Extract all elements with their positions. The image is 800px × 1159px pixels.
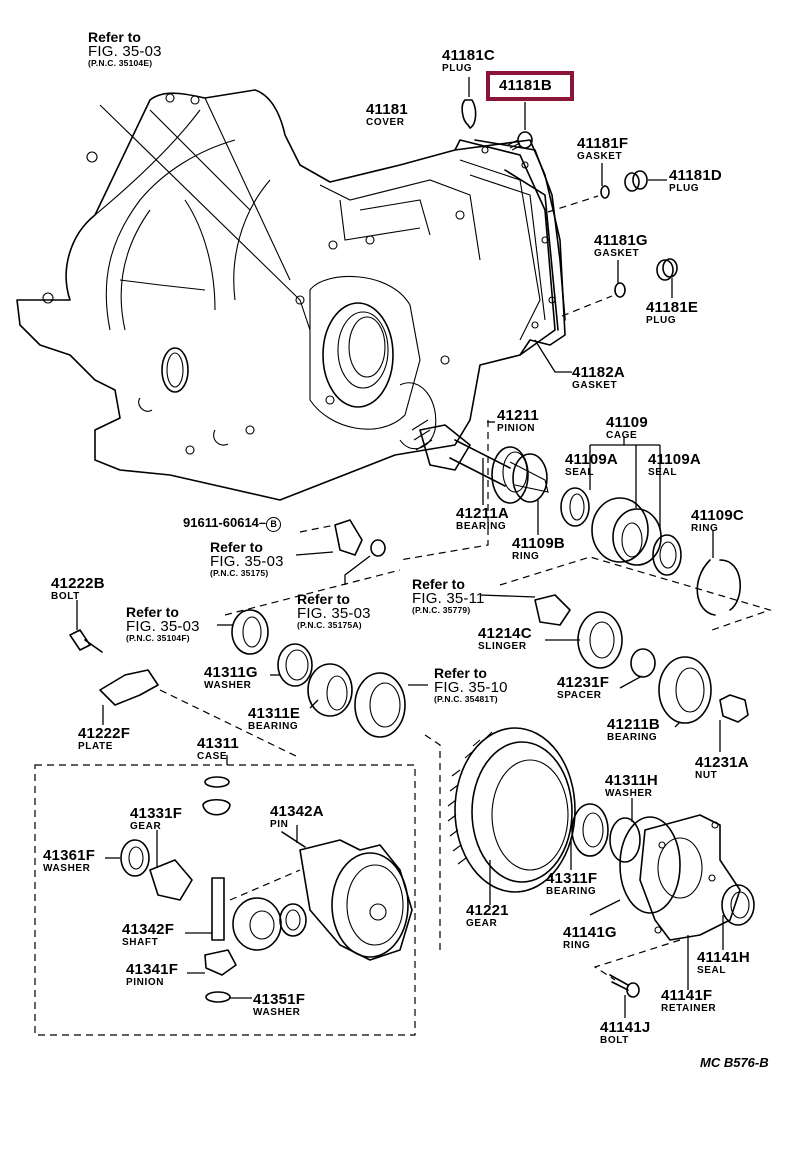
part-label-41231a: 41231A NUT — [695, 754, 749, 781]
part-label-41182a: 41182A GASKET — [572, 364, 625, 391]
part-label-41211a: 41211A BEARING — [456, 505, 509, 532]
reference-label-35779: Refer to FIG. 35-11 (P.N.C. 35779) — [412, 576, 485, 615]
part-label-41311f: 41311F BEARING — [546, 870, 598, 897]
reference-label-case: Refer to FIG. 35-03 (P.N.C. 35104E) — [88, 29, 162, 68]
cage-and-seals-drawing — [499, 436, 772, 631]
pinion-shaft-assembly-drawing — [399, 419, 549, 561]
highlight-box-41181b — [486, 71, 574, 101]
part-label-41311g: 41311G WASHER — [204, 664, 258, 691]
bolt-callout-91611-60614: 91611-60614–B — [183, 516, 282, 532]
transaxle-case-drawing — [16, 89, 556, 501]
part-label-41109: 41109 CAGE — [606, 414, 648, 441]
part-label-41181g: 41181G GASKET — [594, 232, 648, 259]
part-label-41331f: 41331F GEAR — [130, 805, 183, 832]
part-label-41311e: 41311E BEARING — [248, 705, 301, 732]
part-label-41109b: 41109B RING — [512, 535, 565, 562]
part-label-41181d: 41181D PLUG — [669, 167, 722, 194]
part-label-41211b: 41211B BEARING — [607, 716, 660, 743]
part-label-41141j: 41141J BOLT — [600, 1019, 651, 1046]
drawing-code: MC B576-B — [700, 1055, 769, 1070]
reference-label-35104f: Refer to FIG. 35-03 (P.N.C. 35104F) — [126, 604, 200, 643]
side-cover-and-gasket-drawing — [454, 139, 572, 373]
part-label-41231f: 41231F SPACER — [557, 674, 610, 701]
part-label-41181f: 41181F GASKET — [577, 135, 629, 162]
drive-side-parts-drawing — [69, 519, 749, 759]
part-label-41181c: 41181C PLUG — [442, 47, 495, 74]
reference-label-35175a: Refer to FIG. 35-03 (P.N.C. 35175A) — [297, 591, 371, 630]
part-label-41214c: 41214C SLINGER — [478, 625, 532, 652]
top-right-small-parts — [461, 77, 678, 317]
differential-case-group-drawing — [34, 755, 416, 1036]
part-label-41109c: 41109C RING — [691, 507, 744, 534]
part-label-41211: 41211 PINION — [497, 407, 539, 434]
part-label-41181: 41181 COVER — [366, 101, 408, 128]
part-label-41361f: 41361F WASHER — [43, 847, 96, 874]
part-label-41141g: 41141G RING — [563, 924, 617, 951]
part-label-41222b: 41222B BOLT — [51, 575, 105, 602]
part-label-41181e: 41181E PLUG — [646, 299, 699, 326]
part-label-41109a-right: 41109A SEAL — [648, 451, 701, 478]
bolt-symbol-b-icon: B — [266, 517, 282, 532]
part-label-41311h: 41311H WASHER — [605, 772, 658, 799]
part-label-41222f: 41222F PLATE — [78, 725, 131, 752]
part-label-41141f: 41141F RETAINER — [661, 987, 717, 1014]
part-label-41342a: 41342A PIN — [270, 803, 324, 830]
part-label-41341f: 41341F PINION — [126, 961, 179, 988]
part-label-41181b[interactable]: 41181B — [499, 77, 552, 94]
part-label-41221: 41221 GEAR — [466, 902, 509, 929]
part-label-41351f: 41351F WASHER — [253, 991, 306, 1018]
part-label-41342f: 41342F SHAFT — [122, 921, 175, 948]
reference-label-35481t: Refer to FIG. 35-10 (P.N.C. 35481T) — [434, 665, 508, 704]
reference-label-35175: Refer to FIG. 35-03 (P.N.C. 35175) — [210, 539, 284, 578]
part-label-41109a-left: 41109A SEAL — [565, 451, 618, 478]
part-label-41141h: 41141H SEAL — [697, 949, 750, 976]
part-label-41311: 41311 CASE — [197, 735, 239, 762]
ring-gear-and-retainer-drawing — [424, 727, 755, 1018]
